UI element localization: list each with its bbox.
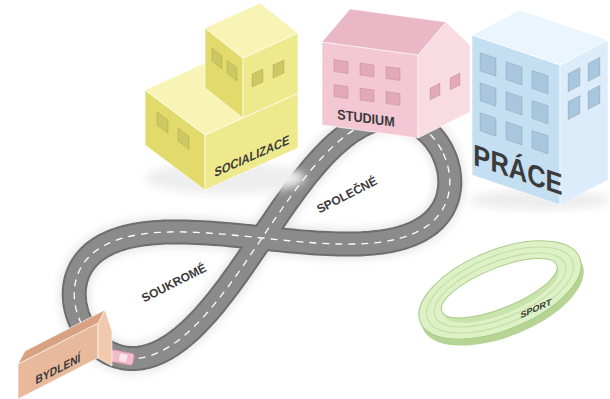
window	[532, 130, 548, 153]
window	[450, 73, 460, 90]
track-surface	[405, 221, 594, 360]
window	[568, 68, 580, 92]
ground-label: SPOLEČNÉ	[315, 175, 379, 216]
window	[212, 48, 222, 69]
building-roof	[18, 310, 105, 364]
window	[532, 100, 548, 123]
home-building: BYDLENÍ	[12, 300, 116, 399]
road-shadow	[74, 117, 450, 358]
window	[360, 63, 374, 77]
road-edge	[74, 117, 450, 358]
window	[588, 57, 600, 81]
road-centre-line	[74, 117, 450, 358]
sport-track-shape	[412, 234, 590, 354]
car-body	[109, 349, 135, 365]
window	[480, 113, 496, 137]
window	[227, 60, 237, 81]
home-building-shape	[12, 300, 116, 399]
window	[568, 96, 580, 120]
car-roof	[118, 353, 129, 364]
track-infield	[434, 246, 564, 330]
sport-track: SPORT	[412, 234, 590, 354]
window	[360, 88, 374, 102]
window	[480, 53, 496, 76]
window	[430, 83, 440, 100]
car	[109, 349, 135, 365]
track-lane	[415, 229, 585, 350]
window	[334, 85, 348, 99]
road-surface	[74, 117, 450, 358]
window	[506, 92, 522, 115]
study-building: STUDIUM	[318, 5, 474, 142]
window	[588, 85, 600, 109]
window	[532, 70, 548, 93]
building-roof	[322, 9, 446, 55]
socialization-building: SOCIALIZACE	[140, 0, 305, 196]
building-front	[322, 42, 418, 138]
window	[506, 122, 522, 145]
ground-label: SOUKROMÉ	[140, 262, 208, 305]
window	[252, 69, 263, 87]
building-side	[560, 40, 608, 205]
window	[178, 128, 189, 149]
window	[386, 67, 400, 81]
window	[157, 112, 168, 133]
window	[334, 60, 348, 74]
window	[273, 60, 284, 78]
track-lane	[425, 238, 576, 342]
window	[386, 92, 400, 106]
tower-roof	[205, 3, 298, 58]
work-building: PRÁCE	[468, 6, 610, 208]
track-group	[405, 221, 597, 366]
window	[480, 83, 496, 107]
window	[506, 62, 522, 85]
